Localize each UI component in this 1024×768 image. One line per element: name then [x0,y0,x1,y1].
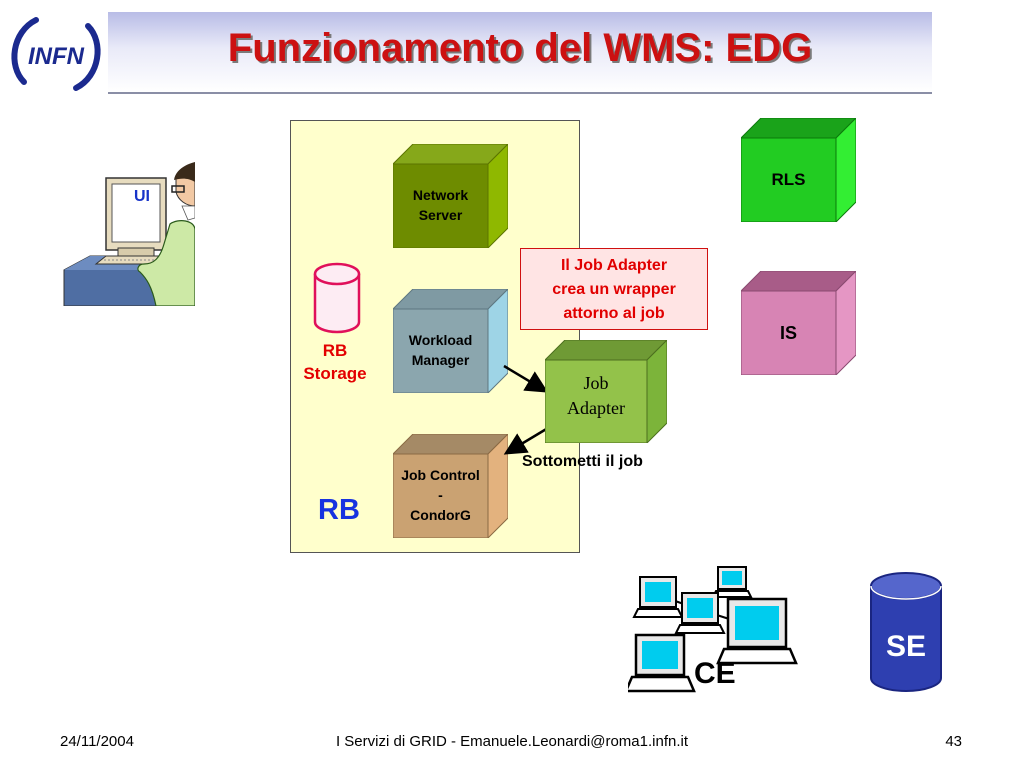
rls-component: RLS [739,116,858,224]
workload-manager-line2: Manager [411,352,470,368]
adapter-to-jobcontrol-arrow [503,426,549,455]
infn-logo: INFN [6,4,106,104]
footer-date: 24/11/2004 [60,733,134,750]
network-server-component: Network Server [391,142,510,250]
wm-to-adapter-arrow [503,364,549,393]
arrows-layer [490,350,560,460]
footer-center: I Servizi di GRID - Emanuele.Leonardi@ro… [335,733,689,750]
ce-label: CE [694,657,736,690]
rb-storage-label: RB Storage [290,339,380,385]
job-adapter-line2: Adapter [567,398,625,418]
job-control-line1: Job Control [401,467,480,483]
computer-icon [624,633,696,693]
callout-line3: attorno al job [563,305,665,322]
title-band [108,12,932,94]
callout-line1: Il Job Adapter [560,257,668,274]
infn-logo-text: INFN [28,43,85,70]
slide-title: Funzionamento del WMS: EDG [227,26,813,70]
is-component: IS [739,269,858,377]
workload-manager-line1: Workload [408,332,473,348]
job-control-line3: CondorG [410,507,471,523]
rb-storage-icon [312,262,362,334]
rb-storage-label-line1: RB [322,341,348,360]
se-storage-icon: SE [868,570,944,694]
ce-cluster-illustration [624,565,798,695]
network-server-line2: Server [418,207,463,223]
submit-job-label: Sottometti il job [522,453,643,470]
computer-icon [716,597,798,665]
ui-workstation-illustration: UI [60,160,196,307]
job-control-line2: - [438,487,443,503]
se-label: SE [885,630,927,663]
callout-line2: crea un wrapper [552,281,676,298]
rls-label: RLS [771,170,806,189]
job-adapter-line1: Job [583,373,609,393]
network-server-line1: Network [412,187,469,203]
is-label: IS [779,323,797,343]
rb-label: RB [318,494,360,526]
workload-manager-component: Workload Manager [391,287,510,395]
ui-label: UI [134,188,150,205]
footer-page-number: 43 [945,733,962,750]
job-adapter-component: Job Adapter [543,338,669,445]
job-control-component: Job Control - CondorG [391,432,510,540]
computer-icon [674,592,726,634]
rb-storage-label-line2: Storage [303,364,367,383]
computer-icon [632,576,684,618]
job-adapter-callout: Il Job Adapter crea un wrapper attorno a… [520,248,708,330]
